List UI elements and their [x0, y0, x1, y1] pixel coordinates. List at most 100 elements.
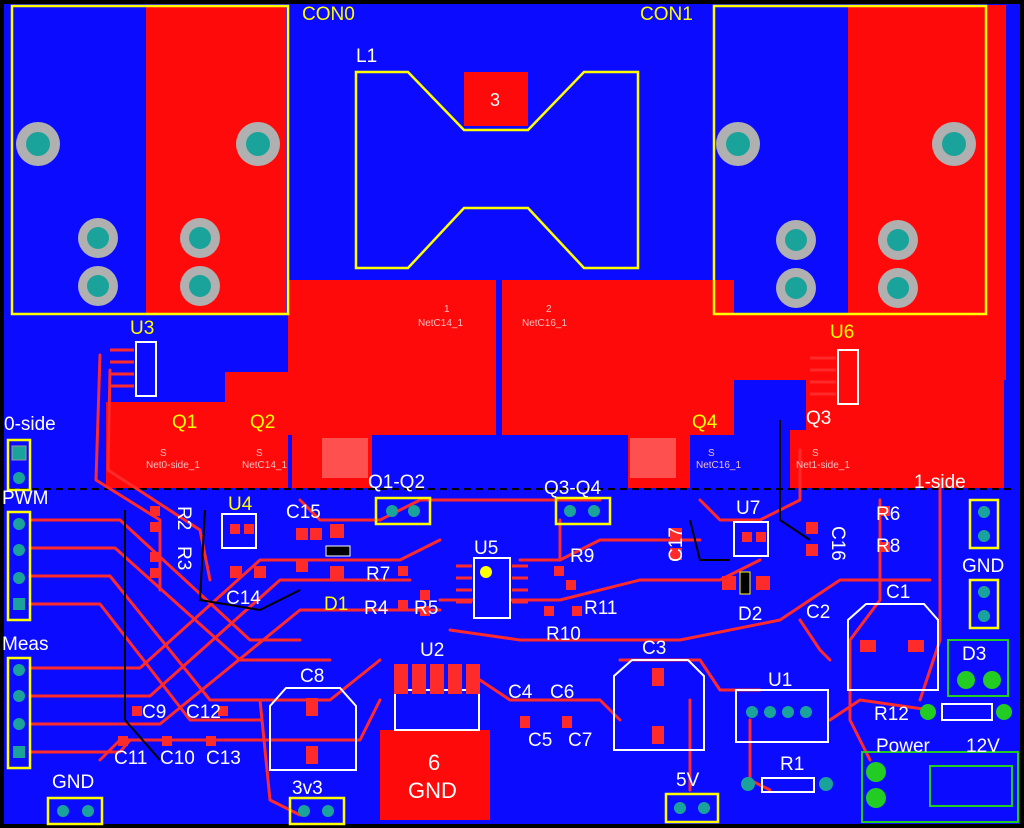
r12-footprint: [920, 703, 1012, 721]
header-gnd-left: [46, 796, 104, 826]
label-d2: D2: [738, 604, 762, 625]
label-c3: C3: [642, 638, 666, 659]
label-gnd-right: GND: [962, 556, 1004, 577]
label-con0: CON0: [302, 4, 355, 25]
net-c14-name: NetC14_1: [418, 318, 463, 329]
header-1-side: [968, 498, 1000, 550]
u7-footprint: [733, 521, 769, 557]
net-q2-name: NetC14_1: [242, 460, 287, 471]
label-q3: Q3: [806, 408, 831, 429]
header-q3q4: [554, 496, 612, 526]
d3-footprint: [947, 639, 1009, 697]
u4-footprint: [221, 513, 257, 549]
u2-outline: [394, 689, 480, 731]
con0-outline: [10, 4, 290, 316]
label-c13: C13: [206, 748, 241, 769]
label-gnd-left: GND: [52, 772, 94, 793]
l1-pad3: [464, 72, 528, 126]
label-c9: C9: [142, 702, 166, 723]
label-c1: C1: [886, 582, 910, 603]
label-1-side: 1-side: [914, 472, 966, 493]
mosfet-via-arrays: [322, 438, 676, 478]
header-gnd-right: [968, 578, 1000, 630]
u2-pads: [394, 664, 480, 694]
net-q2-s: S: [256, 448, 263, 459]
label-r12: R12: [874, 704, 909, 725]
label-u3: U3: [130, 318, 154, 339]
traces: [28, 353, 942, 817]
label-q4: Q4: [692, 412, 718, 433]
label-r1: R1: [780, 754, 804, 775]
label-c8: C8: [300, 666, 324, 687]
net-q4-name: NetC16_1: [696, 460, 741, 471]
con0-pads: [16, 122, 280, 306]
label-r3: R3: [173, 546, 194, 570]
label-c15: C15: [286, 502, 321, 523]
label-r7: R7: [366, 564, 390, 585]
u1-footprint: [735, 689, 829, 743]
label-q1: Q1: [172, 412, 197, 433]
label-12v: 12V: [966, 736, 1000, 757]
label-pad3: 3: [490, 90, 500, 110]
header-meas: [6, 656, 32, 770]
q1-q2-pour: [106, 372, 288, 488]
u3-footprint: [110, 341, 157, 397]
label-pad6-gnd: GND: [408, 778, 457, 803]
net-q1-name: Net0-side_1: [146, 460, 200, 471]
u5-footprint: [456, 557, 528, 619]
label-c2: C2: [806, 602, 830, 623]
label-c12: C12: [186, 702, 221, 723]
u6-footprint: [810, 349, 859, 405]
label-r10: R10: [546, 624, 581, 645]
label-d1: D1: [324, 594, 348, 615]
label-r9: R9: [570, 546, 594, 567]
net-q3-name: Net1-side_1: [796, 460, 850, 471]
label-r2: R2: [173, 506, 194, 530]
label-c16: C16: [827, 526, 848, 561]
label-r11: R11: [584, 598, 617, 619]
header-q1q2: [374, 496, 432, 526]
label-u4: U4: [228, 494, 253, 515]
label-power: Power: [876, 736, 931, 757]
label-r5: R5: [414, 598, 438, 619]
label-u6: U6: [830, 322, 854, 343]
label-q1q2: Q1-Q2: [368, 472, 425, 493]
net-q3-s: S: [812, 448, 819, 459]
label-pwm: PWM: [2, 488, 48, 509]
label-c17: C17: [666, 527, 687, 562]
label-r8: R8: [876, 536, 900, 557]
smd-pads: [118, 506, 890, 746]
right-upper-pour: [734, 313, 1006, 380]
net-q4-s: S: [708, 448, 715, 459]
net-c16-name: NetC16_1: [522, 318, 567, 329]
header-3v3: [288, 796, 346, 826]
l1-outline: [354, 70, 640, 270]
label-q3q4: Q3-Q4: [544, 478, 601, 499]
gnd-pad6: [380, 730, 490, 820]
con1-pads: [716, 122, 976, 308]
label-r6: R6: [876, 504, 900, 525]
con1-outline: [712, 4, 988, 316]
header-5v: [664, 792, 720, 824]
black-traces: [124, 420, 811, 761]
c8-footprint: [269, 687, 357, 771]
q3-pour: [790, 380, 1004, 488]
label-0-side: 0-side: [4, 414, 56, 435]
label-pad6: 6: [428, 750, 440, 775]
net-c16-num: 2: [546, 304, 552, 315]
label-c7: C7: [568, 730, 592, 751]
label-c11: C11: [114, 748, 147, 769]
power-jack: [861, 751, 1019, 823]
con1-top-pour: [848, 5, 1006, 313]
netc14-pour: [288, 280, 496, 435]
label-q2: Q2: [250, 412, 275, 433]
c1-footprint: [847, 603, 939, 691]
label-l1: L1: [356, 46, 377, 67]
r1-footprint: [741, 777, 833, 793]
label-d3: D3: [962, 644, 986, 665]
label-c14: C14: [226, 588, 261, 609]
label-c10: C10: [160, 748, 195, 769]
net-q1-s: S: [160, 448, 167, 459]
label-u2: U2: [420, 640, 444, 661]
